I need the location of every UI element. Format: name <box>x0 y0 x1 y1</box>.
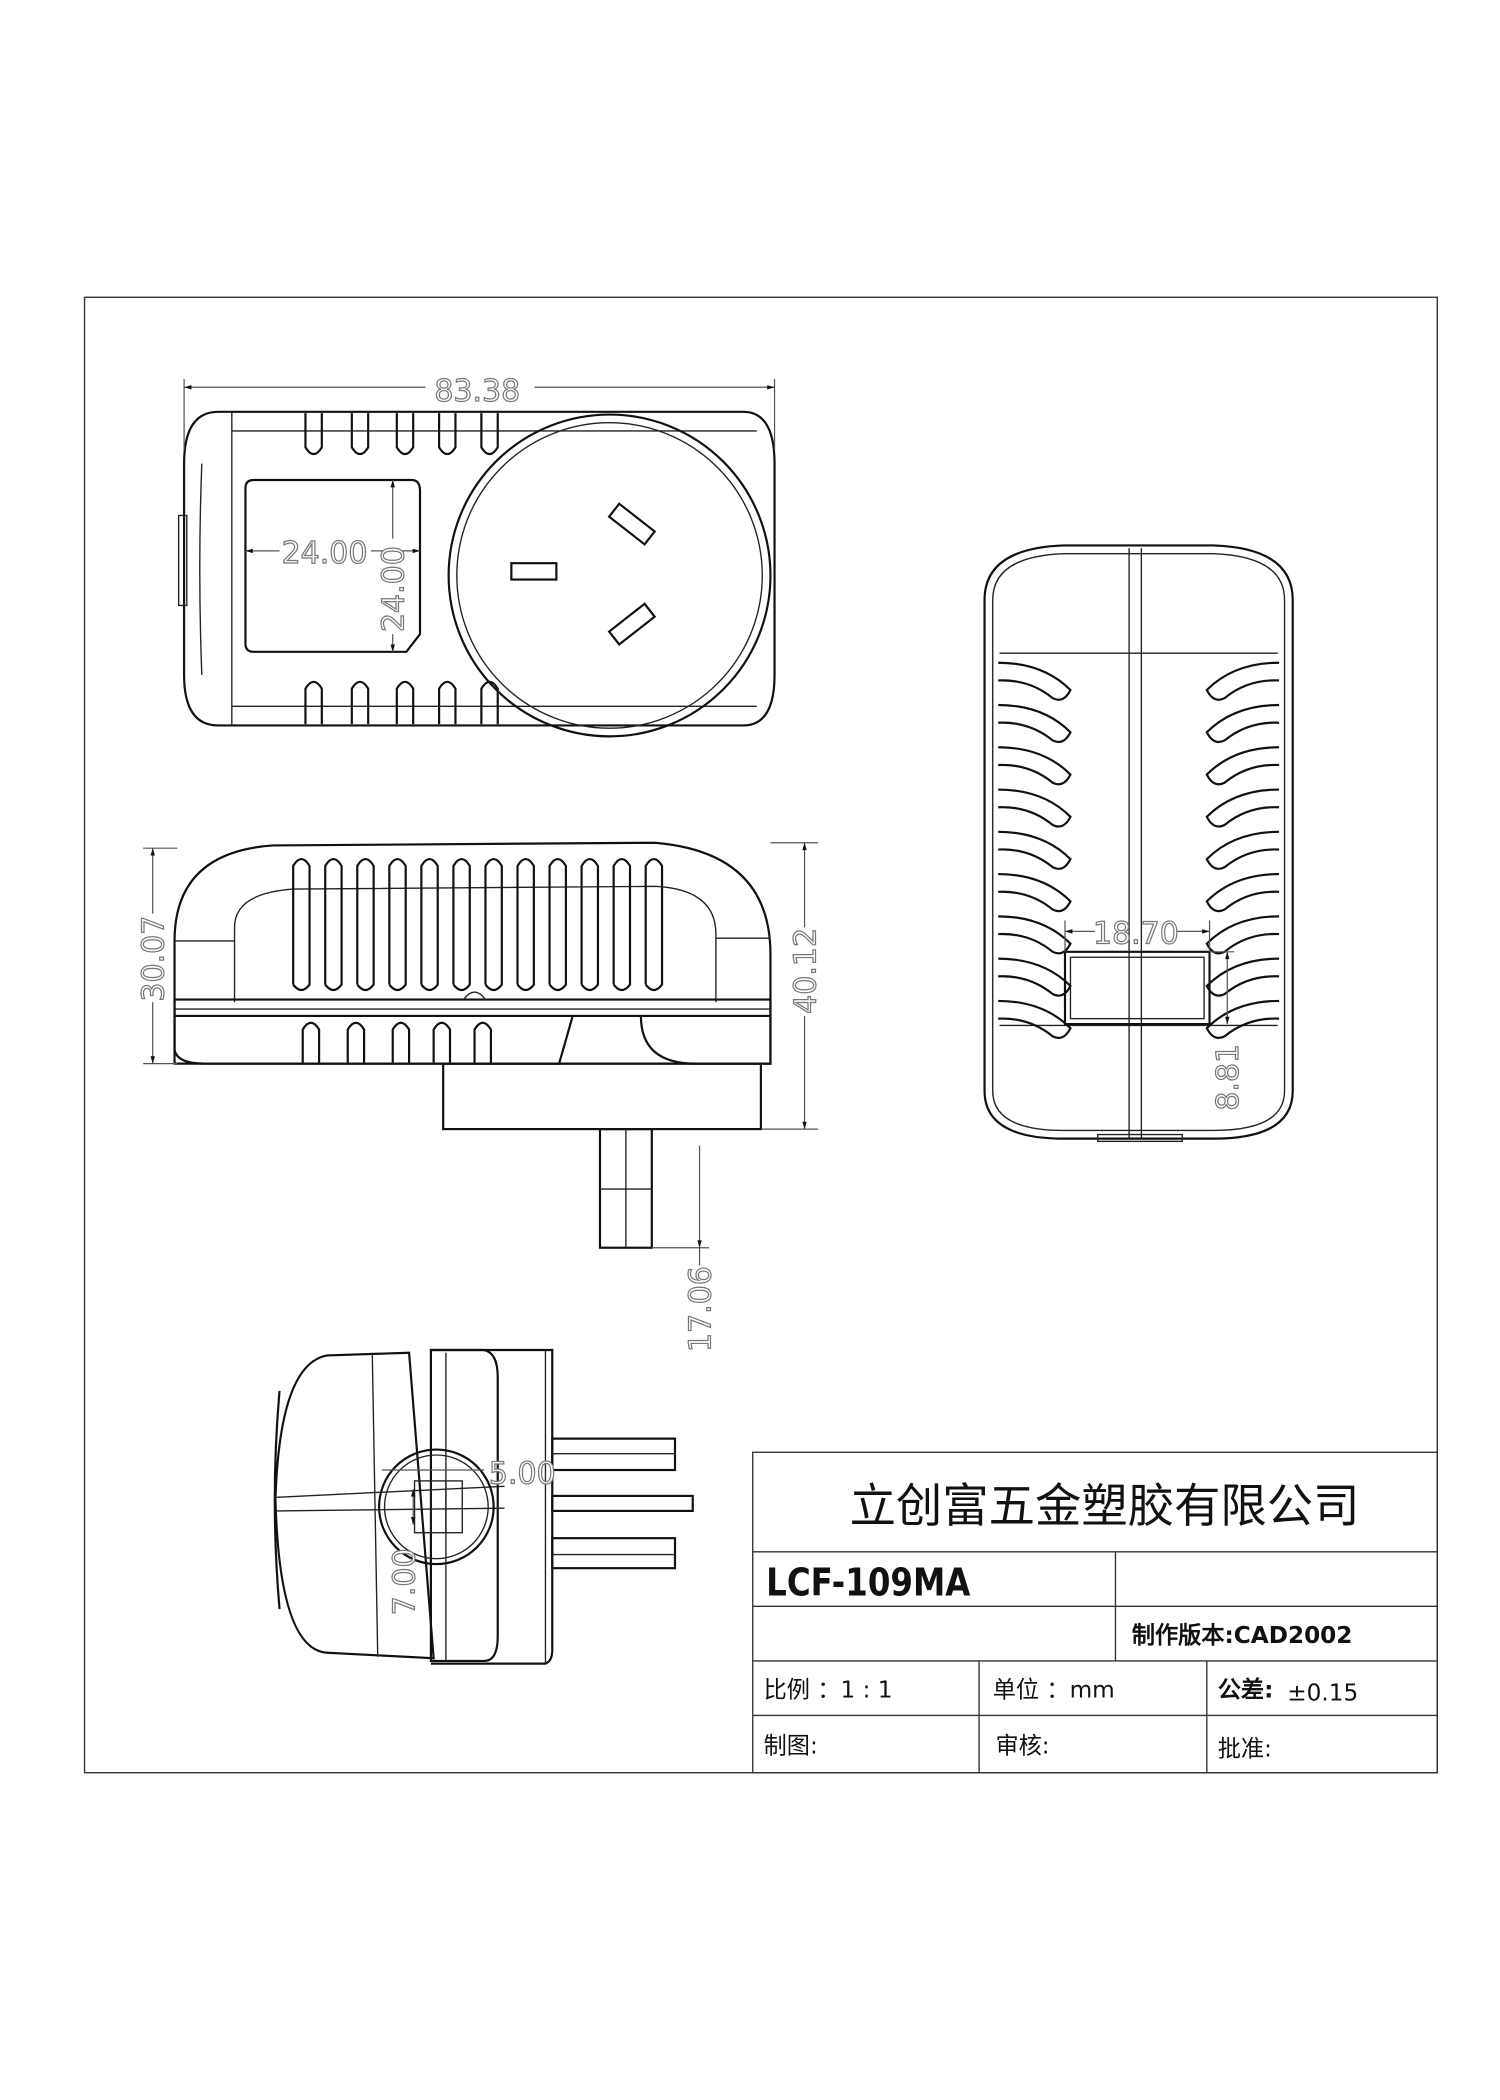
curved-vent-slot <box>1205 957 1280 997</box>
title-block: 立创富五金塑胶有限公司 LCF-109MA 制作版本:CAD2002 比例 ：1… <box>752 1451 1438 1774</box>
curved-vent-slot <box>998 661 1072 701</box>
curved-vent-slot <box>1205 661 1280 701</box>
curved-vent-slot <box>1205 999 1280 1039</box>
scale: 比例 ：1 : 1 <box>764 1677 893 1704</box>
curved-vent-slot <box>998 999 1072 1039</box>
vent-slot <box>304 680 323 725</box>
cooling-fin <box>452 858 471 992</box>
cooling-fin <box>388 858 407 992</box>
vent-slot <box>350 413 370 456</box>
dim-body-height: 30.07 <box>137 916 172 1002</box>
vent-slot <box>437 413 457 456</box>
vent-slot <box>350 680 370 725</box>
cooling-fin <box>644 858 664 992</box>
company-name: 立创富五金塑胶有限公司 <box>850 1479 1360 1533</box>
dim-label-width: 18.70 <box>1093 917 1179 952</box>
dim-overall-length: 83.38 <box>434 374 520 409</box>
unit: 单位 ：mm <box>993 1677 1115 1704</box>
cooling-fin <box>516 858 535 992</box>
checked-by: 审核: <box>995 1733 1049 1760</box>
dim-window-width: 24.00 <box>282 536 368 571</box>
vent-slot <box>437 680 457 725</box>
tolerance-label: 公差: <box>1218 1677 1274 1704</box>
curved-vent-slot <box>998 915 1072 955</box>
dim-detail-width: 5.00 <box>489 1457 556 1492</box>
vent-slot <box>480 413 499 456</box>
cooling-fin <box>580 858 600 992</box>
cooling-fin <box>324 858 343 992</box>
cooling-fin <box>420 858 439 992</box>
drawn-by: 制图: <box>764 1733 818 1760</box>
curved-vent-slot <box>998 788 1072 828</box>
cooling-fin <box>292 858 311 992</box>
curved-vent-slot <box>1205 830 1280 870</box>
end-view: 18.70 8.81 <box>983 544 1294 1143</box>
vent-slot <box>391 1021 411 1064</box>
part-number: LCF-109MA <box>766 1561 971 1605</box>
vent-slot <box>304 413 323 456</box>
cooling-fin <box>356 858 375 992</box>
dim-label-height: 8.81 <box>1211 1044 1246 1111</box>
side-view: 30.07 40.12 17.06 <box>136 841 824 1353</box>
cooling-fin <box>548 858 567 992</box>
plug-view: 5.00 7.00 <box>273 1348 694 1665</box>
curved-vent-slot <box>998 873 1072 913</box>
dim-pin-length: 17.06 <box>683 1266 718 1352</box>
vent-slot <box>395 413 415 456</box>
curved-vent-slot <box>1205 873 1280 913</box>
dim-total-height: 40.12 <box>788 928 823 1014</box>
vent-slot <box>395 680 415 725</box>
version: 制作版本:CAD2002 <box>1132 1622 1353 1649</box>
vent-slot <box>432 1021 452 1064</box>
vent-slot <box>473 1021 492 1064</box>
approved-by: 批准: <box>1218 1735 1272 1762</box>
curved-vent-slot <box>1205 788 1280 828</box>
top-view: 83.38 24.00 24.00 <box>177 373 776 738</box>
curved-vent-slot <box>1205 746 1280 786</box>
curved-vent-slot <box>998 703 1072 744</box>
cooling-fin <box>484 858 503 992</box>
curved-vent-slot <box>998 746 1072 786</box>
cooling-fin <box>612 858 632 992</box>
dim-detail-height: 7.00 <box>388 1548 423 1615</box>
curved-vent-slot <box>998 957 1072 997</box>
curved-vent-slot <box>1205 703 1280 744</box>
dim-window-height: 24.00 <box>377 546 412 632</box>
vent-slot <box>301 1021 321 1064</box>
curved-vent-slot <box>1205 915 1280 955</box>
curved-vent-slot <box>998 830 1072 870</box>
tolerance-value: ±0.15 <box>1287 1679 1358 1706</box>
vent-slot <box>346 1021 366 1064</box>
